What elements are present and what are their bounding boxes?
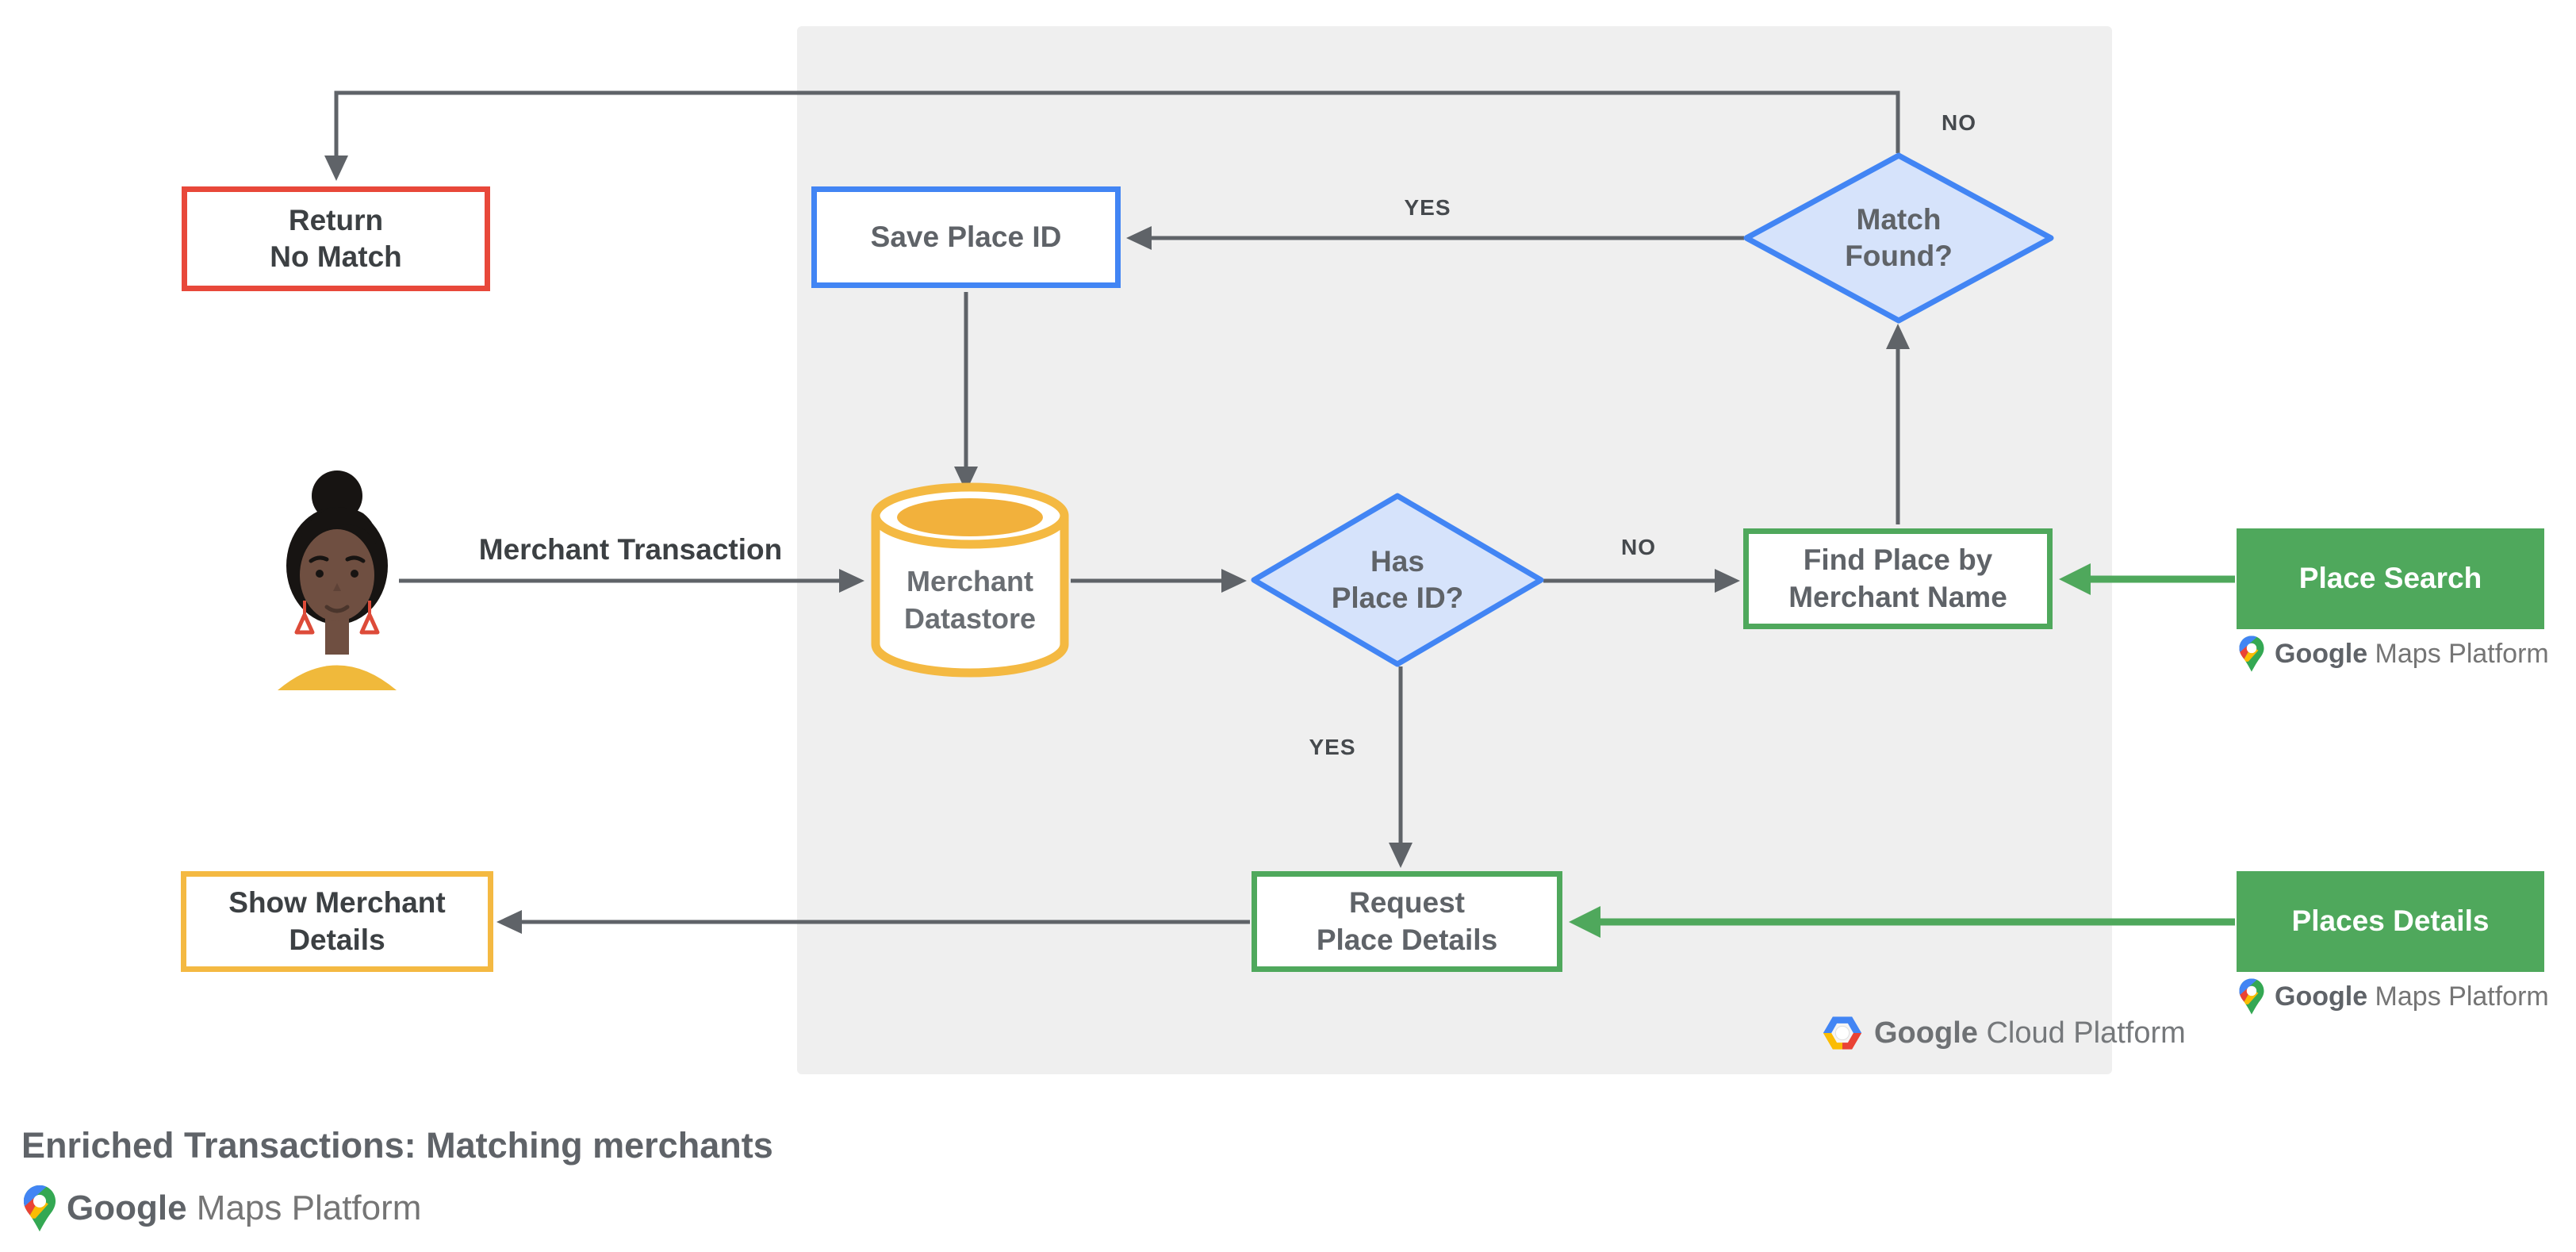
maps-pin-icon: [2239, 636, 2264, 672]
google-cloud-platform-logo: Google Cloud Platform: [1822, 1015, 2186, 1051]
google-maps-platform-logo: Google Maps Platform: [22, 1184, 421, 1233]
arrowhead: [1569, 906, 1600, 938]
eye-left: [316, 570, 324, 578]
green-arrowheads: [1569, 563, 2091, 938]
mouth: [324, 605, 350, 613]
google-maps-platform-logo: Google Maps Platform: [2238, 635, 2549, 673]
merchant-user-avatar: [278, 470, 397, 690]
arrowhead: [839, 569, 864, 593]
google-maps-platform-wordmark: Google Maps Platform: [67, 1189, 422, 1227]
merchant-datastore-cylinder: [871, 482, 1069, 678]
node-return-no-match: Return No Match: [182, 186, 490, 291]
node-find-place-by-merchant-name: Find Place by Merchant Name: [1743, 528, 2053, 629]
arrowhead: [954, 467, 978, 492]
edge-label-no-has-place-id: NO: [1621, 535, 1656, 559]
arrowhead: [1886, 324, 1910, 349]
arrowhead: [2059, 563, 2091, 595]
google-maps-platform-logo: Google Maps Platform: [2238, 977, 2549, 1016]
edge-label-no-match-found: NO: [1942, 110, 1976, 135]
merchant-transaction-edge-label: Merchant Transaction: [478, 533, 783, 566]
has-place-id-diamond: [1251, 493, 1544, 667]
earring-left: [294, 613, 315, 635]
hair-fringe: [300, 507, 377, 559]
brow-left: [309, 555, 329, 563]
shirt: [278, 665, 397, 690]
edge-label-yes-has-place-id: YES: [1309, 735, 1356, 759]
node-request-place-details: Request Place Details: [1252, 871, 1562, 972]
merchant-datastore-label: Merchant Datastore: [903, 565, 1037, 635]
nose: [333, 583, 341, 591]
match-found-diamond: [1743, 152, 2054, 324]
face: [300, 529, 374, 621]
gray-arrows: [334, 90, 1900, 924]
google-maps-platform-wordmark: Google Maps Platform: [2275, 981, 2549, 1012]
cloud-hexagon-icon: [1823, 1016, 1862, 1050]
arrowhead: [324, 156, 348, 181]
maps-pin-icon: [23, 1185, 56, 1232]
diagram-title: Enriched Transactions: Matching merchant…: [21, 1125, 773, 1166]
eye-right: [351, 570, 358, 578]
earring-right: [359, 613, 380, 635]
arrowhead: [1126, 226, 1152, 250]
arrow-no-to-return: [334, 90, 1900, 156]
node-save-place-id: Save Place ID: [811, 186, 1121, 288]
maps-pin-icon: [2239, 978, 2264, 1015]
arrowhead: [1389, 843, 1413, 868]
node-show-merchant-details: Show Merchant Details: [181, 871, 493, 972]
arrowhead: [496, 910, 522, 934]
edge-label-yes-match-found: YES: [1404, 195, 1451, 220]
gray-arrowheads: [324, 156, 1910, 934]
has-place-id-diamond-label: Has Place ID?: [1331, 544, 1464, 614]
arrowhead: [1715, 569, 1740, 593]
green-arrows: [1596, 575, 2235, 926]
brow-right: [345, 555, 366, 563]
google-cloud-platform-wordmark: Google Cloud Platform: [1874, 1016, 2186, 1050]
node-places-details-api: Places Details: [2237, 871, 2544, 972]
node-place-search-api: Place Search: [2237, 528, 2544, 629]
match-found-diamond-label: Match Found?: [1845, 202, 1953, 272]
arrowhead: [1221, 569, 1247, 593]
google-maps-platform-wordmark: Google Maps Platform: [2275, 638, 2549, 669]
